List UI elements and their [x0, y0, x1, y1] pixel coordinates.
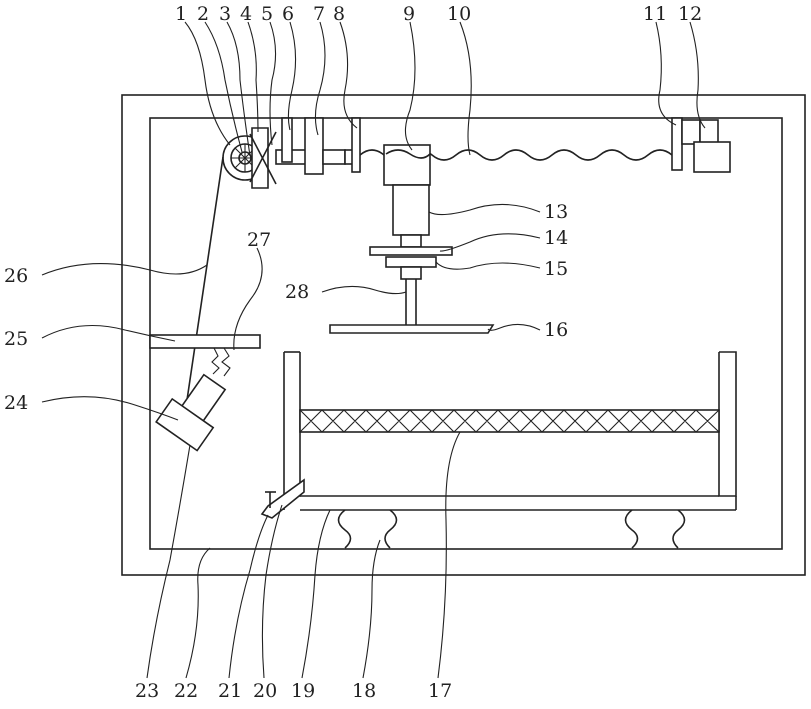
label-21: 21 [218, 680, 242, 702]
label-27: 27 [247, 229, 271, 251]
label-16: 16 [544, 319, 568, 341]
label-11: 11 [643, 3, 667, 25]
label-4: 4 [240, 3, 252, 25]
belt [187, 157, 223, 400]
label-24: 24 [4, 392, 28, 414]
label-23: 23 [135, 680, 159, 702]
label-17: 17 [428, 680, 452, 702]
label-15: 15 [544, 258, 568, 280]
label-1: 1 [175, 3, 187, 25]
vertical-cylinder [370, 185, 452, 332]
label-13: 13 [544, 201, 568, 223]
label-8: 8 [333, 3, 345, 25]
nut-block [384, 145, 430, 185]
shelf-plate [150, 335, 260, 348]
scraper-plate [330, 325, 493, 333]
label-3: 3 [219, 3, 231, 25]
label-22: 22 [174, 680, 198, 702]
label-14: 14 [544, 227, 568, 249]
label-9: 9 [403, 3, 415, 25]
motor-assembly [672, 118, 730, 172]
bevel-bracket [250, 128, 276, 188]
rubber-feet [339, 510, 685, 548]
leader-lines [42, 22, 705, 678]
label-10: 10 [447, 3, 471, 25]
label-5: 5 [261, 3, 273, 25]
tray [284, 352, 736, 510]
label-7: 7 [313, 3, 325, 25]
spring-hose [212, 348, 230, 376]
label-18: 18 [352, 680, 376, 702]
shaft-coupling [276, 118, 360, 174]
label-12: 12 [678, 3, 702, 25]
drain-valve [262, 480, 304, 518]
label-19: 19 [291, 680, 315, 702]
label-25: 25 [4, 328, 28, 350]
label-6: 6 [282, 3, 294, 25]
label-26: 26 [4, 265, 28, 287]
nozzle-block [156, 368, 235, 451]
part-number-labels: 1 2 3 4 5 6 7 8 9 10 11 12 13 14 15 16 1… [4, 3, 702, 702]
label-28: 28 [285, 281, 309, 303]
label-20: 20 [253, 680, 277, 702]
label-2: 2 [197, 3, 209, 25]
